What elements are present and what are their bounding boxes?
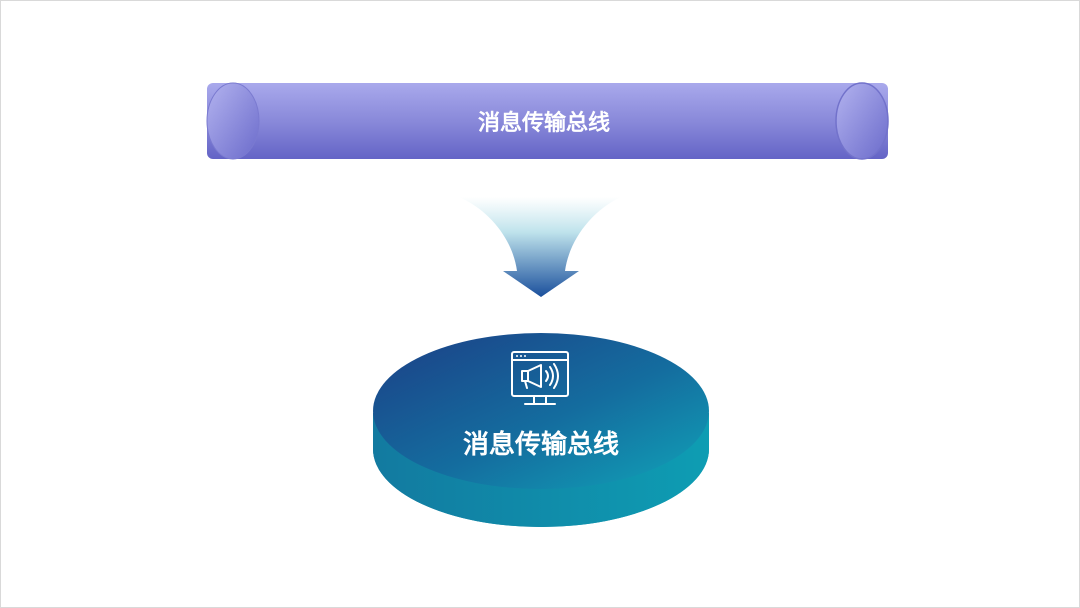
bus-body	[207, 83, 888, 159]
bus-left-cap	[206, 82, 260, 160]
disk-label: 消息传输总线	[463, 429, 619, 460]
bus-label: 消息传输总线	[478, 110, 610, 136]
monitor-megaphone-icon	[511, 351, 569, 405]
bus-right-cap	[835, 82, 889, 160]
down-arrow-icon	[459, 197, 621, 297]
disk-top	[373, 333, 709, 489]
message-bus-cylinder: 消息传输总线	[206, 82, 889, 160]
message-bus-disk: 消息传输总线	[373, 333, 709, 527]
